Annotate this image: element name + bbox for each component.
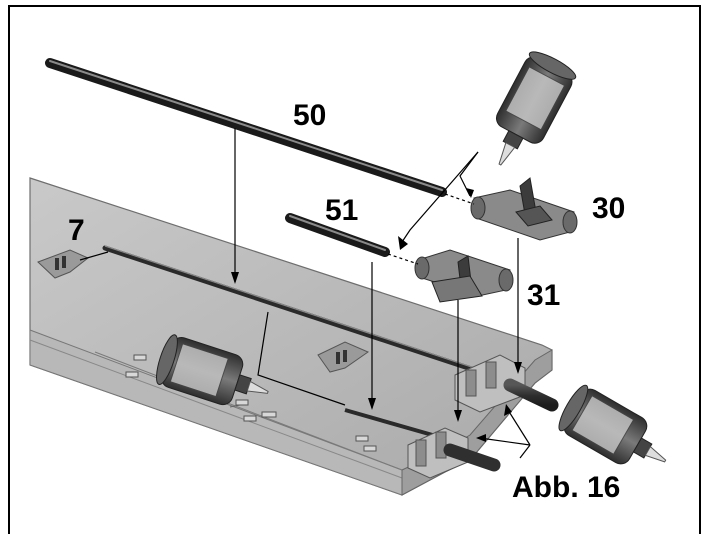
rod-51 xyxy=(285,213,390,257)
rod-stub-rear xyxy=(503,378,559,412)
horn-bracket-30 xyxy=(470,177,578,241)
label-part-7: 7 xyxy=(68,214,85,247)
bearing-block-rear xyxy=(454,354,526,413)
glue-bottle-middle xyxy=(156,334,269,406)
guide-lines xyxy=(79,128,531,459)
label-part-50: 50 xyxy=(293,99,326,132)
glue-bottle-bottom xyxy=(558,384,667,465)
servo-pocket-middle xyxy=(317,341,370,373)
horn-bracket-31 xyxy=(414,249,514,303)
label-part-30: 30 xyxy=(592,192,625,225)
figure-caption: Abb. 16 xyxy=(512,471,620,504)
label-part-31: 31 xyxy=(527,279,560,312)
rod-50 xyxy=(45,58,447,197)
servo-pocket-left xyxy=(37,249,89,279)
glue-bottle-top xyxy=(495,51,577,166)
wing-panel xyxy=(29,177,553,496)
label-part-51: 51 xyxy=(325,194,358,227)
rod-stub-front xyxy=(443,443,501,472)
